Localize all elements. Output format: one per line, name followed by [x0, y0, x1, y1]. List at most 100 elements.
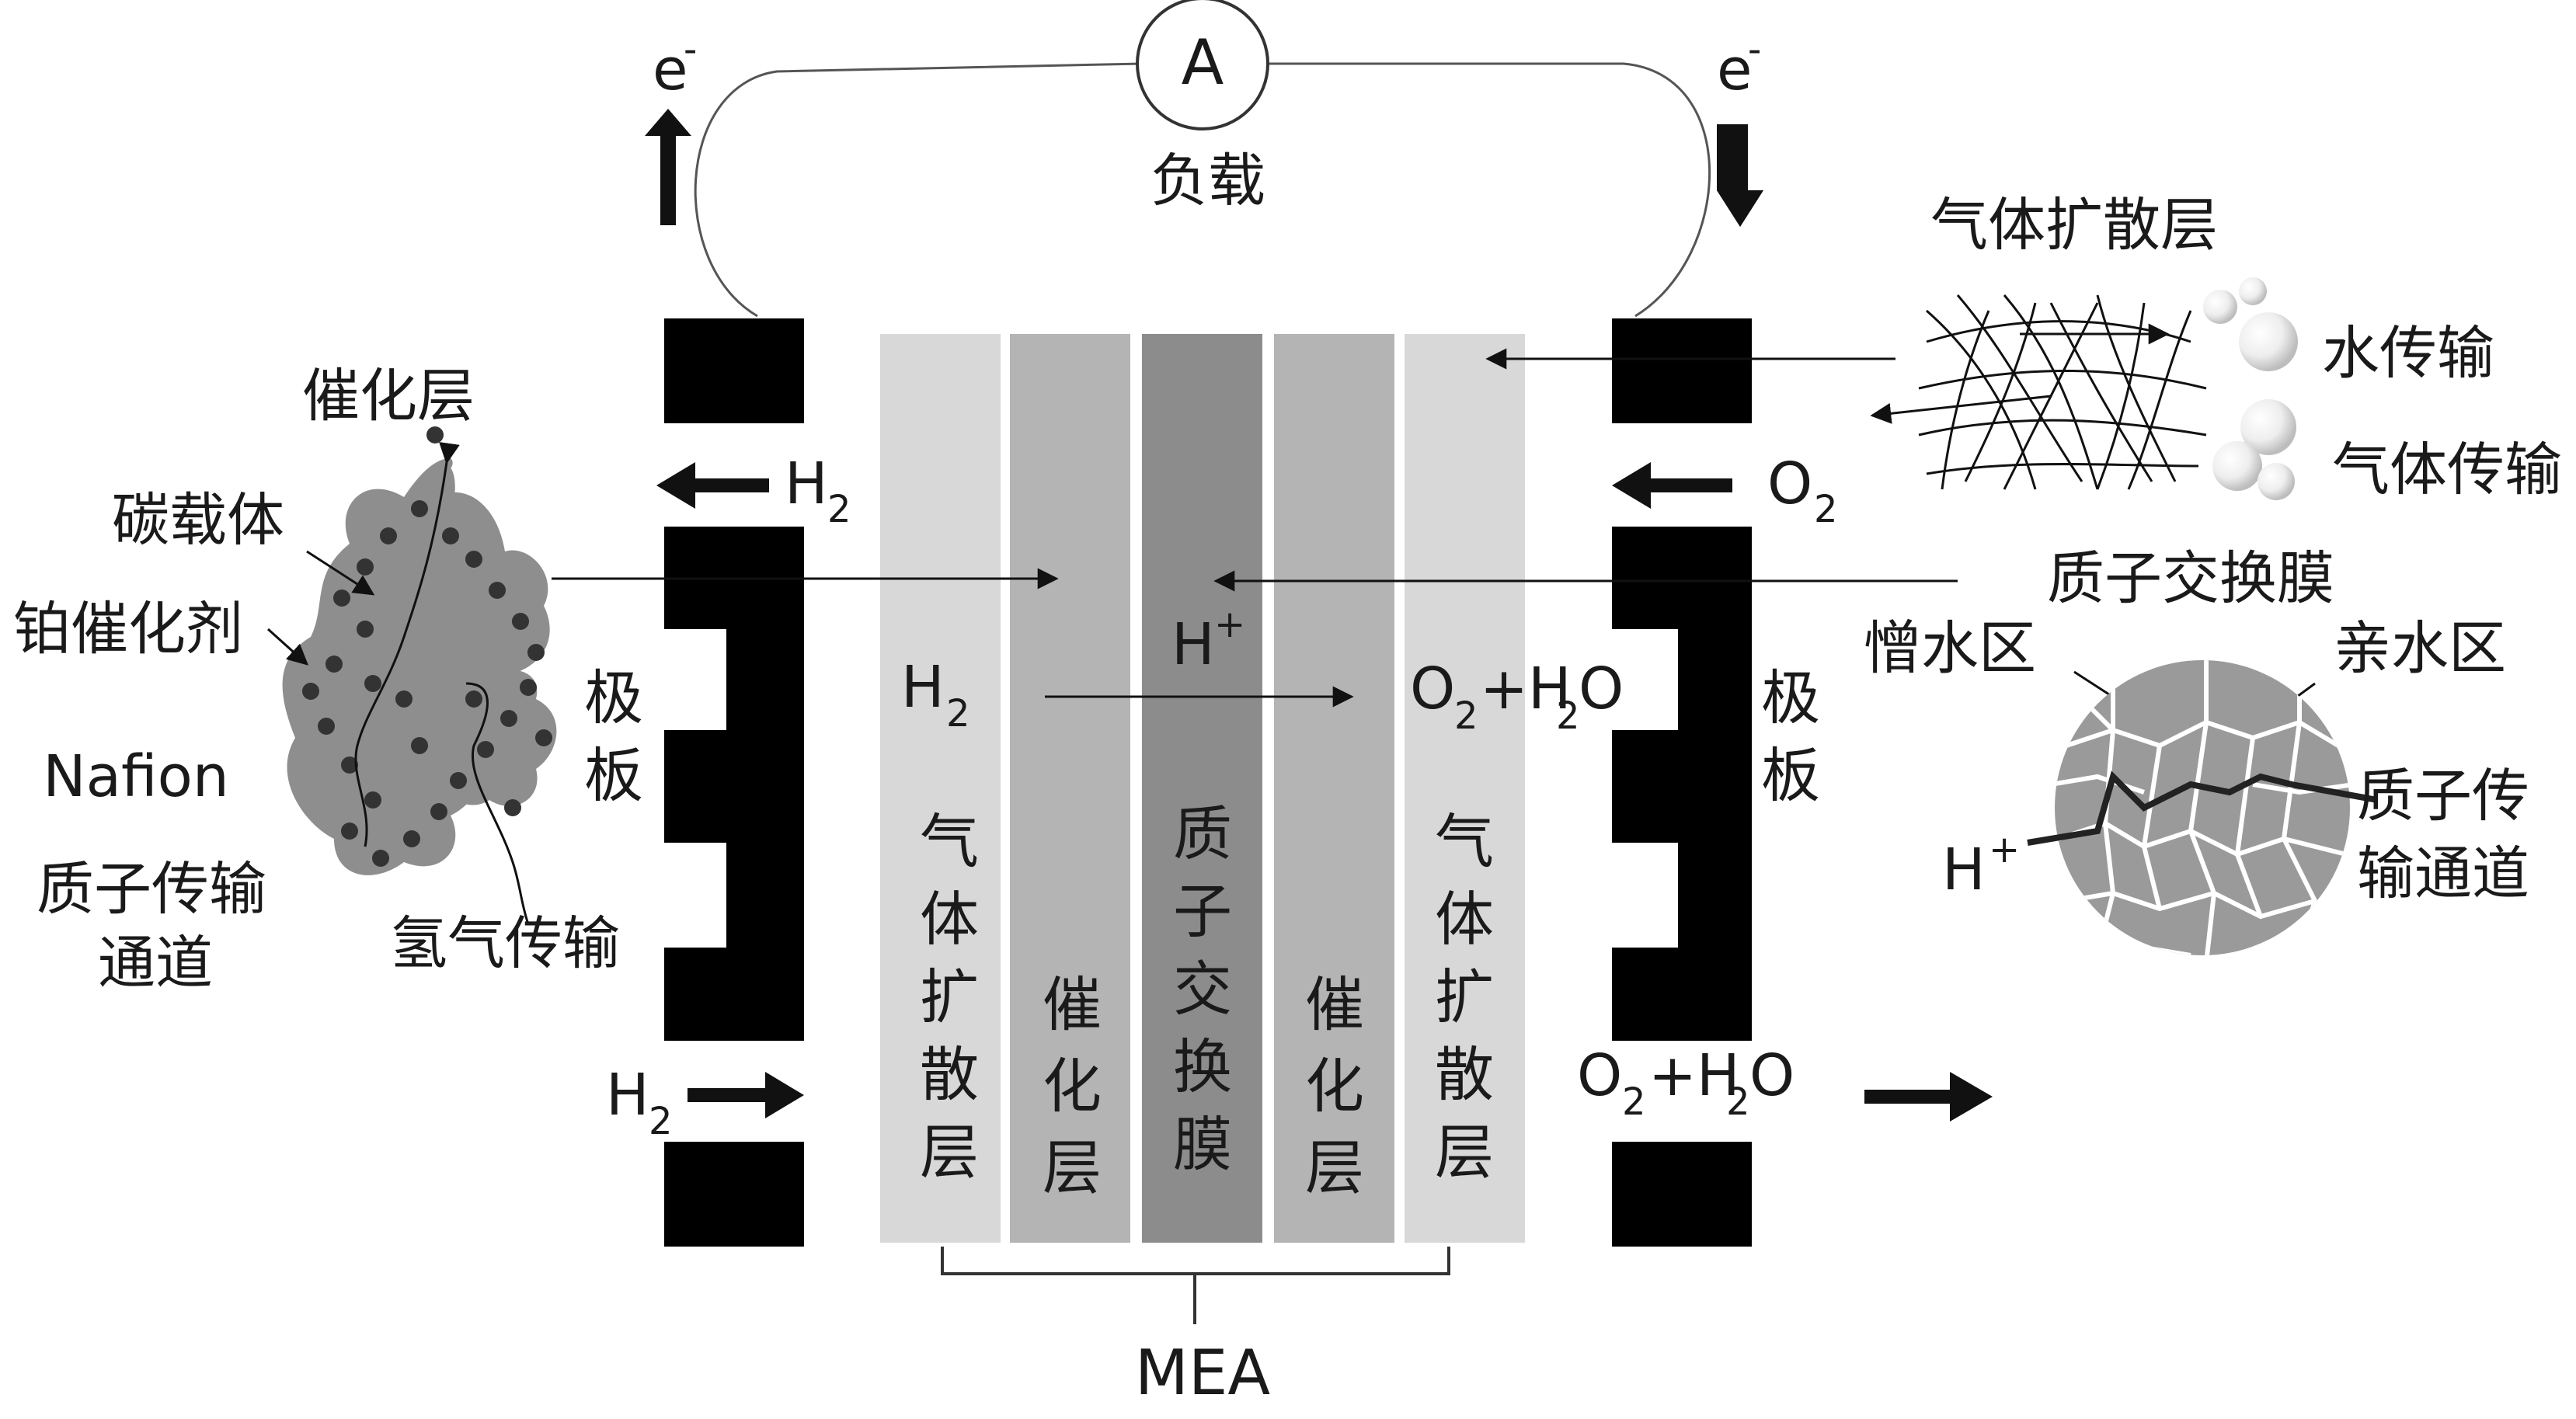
path-shape [2141, 745, 2162, 909]
outlet-arrow [1950, 1072, 1993, 1122]
text-cell-layers-2-chars-1: 子 [1173, 877, 1232, 946]
leader-lines [552, 348, 1958, 592]
circle-shape [411, 737, 428, 754]
path-shape [1918, 419, 2207, 436]
gdl-inset: 气体扩散层 水传输 气体传输 [1870, 192, 2562, 503]
text-cell-h2_inner: H [901, 654, 945, 721]
nafion-label: Nafion [43, 743, 229, 810]
circle-shape [380, 527, 397, 544]
text-cell-layers-4-chars-2: 扩 [1435, 962, 1494, 1031]
text-cell-layers-0-chars-3: 散 [920, 1040, 979, 1109]
text-cell-layers-0-chars-2: 扩 [920, 962, 979, 1031]
water-bubble-2 [2239, 277, 2267, 305]
proton-channel-label-line1: 质子传输 [37, 856, 266, 923]
right-plate-bottom-block [1612, 1142, 1752, 1247]
circle-shape [372, 850, 389, 867]
circle-shape [489, 582, 506, 599]
layer-label-pem: 质 子 交 换 膜 [1173, 799, 1232, 1179]
circle-shape [442, 527, 459, 544]
electron-sup-left: - [684, 28, 697, 71]
proton-path-line [2027, 770, 2378, 846]
inner-reactions: H 2 H + O 2 +H 2 O [901, 603, 1624, 738]
circle-shape [500, 710, 517, 727]
circle-shape [341, 756, 358, 774]
text-cell-o2_top_sub: 2 [1814, 488, 1838, 531]
text-cell-plate_left-1: 板 [584, 741, 643, 810]
catalyst-layer-inset: 催化层 碳载体 铂催化剂 Nafion 质子传输 通道 氢气传输 [13, 363, 620, 996]
h2-inlet-bottom: H 2 [606, 1062, 804, 1143]
circle-shape [450, 772, 467, 789]
text-cell-o2h2o_inner_o_sub: 2 [1454, 694, 1478, 738]
gas-bubble-1 [2240, 399, 2296, 455]
path-shape [1956, 294, 2083, 482]
catalyst-layer-label: 催化层 [302, 363, 475, 430]
gas-bubble-3 [2257, 463, 2295, 500]
circle-shape [430, 803, 447, 820]
circle-shape [411, 500, 428, 517]
electron-down-head [1717, 190, 1763, 227]
text-cell-layers-0-chars-1: 体 [920, 885, 979, 954]
circle-shape [527, 644, 545, 661]
circle-shape [504, 799, 521, 816]
text-cell-layers-4-chars-4: 层 [1435, 1118, 1494, 1187]
path-shape [2234, 737, 2263, 918]
text-cell-h2_top: H [785, 450, 828, 517]
left-plate-top-block [664, 318, 804, 423]
right-plate-channel-body [1612, 527, 1752, 1041]
right-bipolar-plate [1612, 318, 1752, 1247]
path-shape [2127, 310, 2192, 490]
circle-shape [395, 690, 413, 708]
path-shape [1926, 320, 2191, 343]
text-cell-layers-4-chars-1: 体 [1435, 885, 1494, 954]
circle-shape [520, 679, 537, 696]
text-cell-h2_bottom: H [606, 1062, 649, 1129]
electron-label-right: e [1717, 37, 1753, 103]
path-shape [1918, 370, 2207, 390]
text-cell-h2_inner_sub: 2 [946, 692, 970, 736]
gas-transport-label: 气体传输 [2332, 436, 2562, 503]
text-cell-layers-2-chars-4: 膜 [1173, 1110, 1232, 1179]
circle-shape [318, 718, 335, 735]
wire-right [1265, 62, 1711, 318]
pem-label: 质子交换膜 [2047, 545, 2334, 612]
path-shape [1941, 310, 1990, 490]
anode-gdl [880, 334, 1001, 1243]
hydrogen-transport-path [465, 682, 530, 925]
h2-inlet-top: H 2 [656, 450, 851, 531]
text-cell-plate_right-0: 极 [1761, 663, 1820, 732]
text-cell-h2_top_sub: 2 [827, 488, 851, 531]
carbon-support-pointer [306, 550, 375, 596]
text-cell-o2h2o_inner_h_sub: 2 [1556, 694, 1580, 738]
ammeter-label: A [1182, 26, 1224, 99]
h2-bottom-arrow [765, 1072, 804, 1118]
path-shape [2049, 302, 2153, 482]
path-shape [2095, 668, 2116, 955]
gdl-label: 气体扩散层 [1930, 192, 2218, 259]
text-cell-plate_left-0: 极 [584, 663, 643, 732]
pem-inset: 质子交换膜 憎水区 亲水区 H + 质子传 输通道 [1864, 545, 2529, 955]
ammeter-circle [1136, 0, 1269, 130]
text-cell-layers-2-chars-3: 换 [1173, 1032, 1232, 1101]
proton-transport-path [354, 442, 460, 847]
pt-particles [302, 426, 552, 867]
circle-shape [477, 741, 494, 758]
layer-label-anode-cl: 催 化 层 [1043, 970, 1102, 1202]
carbon-support-label: 碳载体 [112, 487, 284, 554]
text-cell-layers-4-chars-3: 散 [1435, 1040, 1494, 1109]
layer-label-anode-gdl: 气 体 扩 散 层 [920, 807, 979, 1187]
text-cell-layers-3-chars-0: 催 [1305, 970, 1364, 1039]
pt-catalyst-label: 铂催化剂 [13, 596, 243, 663]
text-cell-o2h2o_inner_h: +H [1480, 656, 1572, 722]
path-shape [2055, 774, 2145, 795]
pem-proton-channel-line1: 质子传 [2357, 763, 2529, 829]
cathode-gdl [1405, 334, 1525, 1243]
text-cell-h_plus: H [1171, 611, 1215, 678]
load-label: 负载 [1150, 148, 1265, 214]
circle-shape [325, 656, 343, 673]
text-cell-o2h2o_bottom_o: O [1577, 1042, 1622, 1109]
mea-layers: 气 体 扩 散 层 催 化 层 质 子 交 换 膜 催 化 层 气 体 扩 散 [880, 334, 1525, 1409]
circle-shape [364, 791, 381, 809]
electron-up-arrow [645, 109, 691, 225]
circle-shape [333, 590, 350, 607]
